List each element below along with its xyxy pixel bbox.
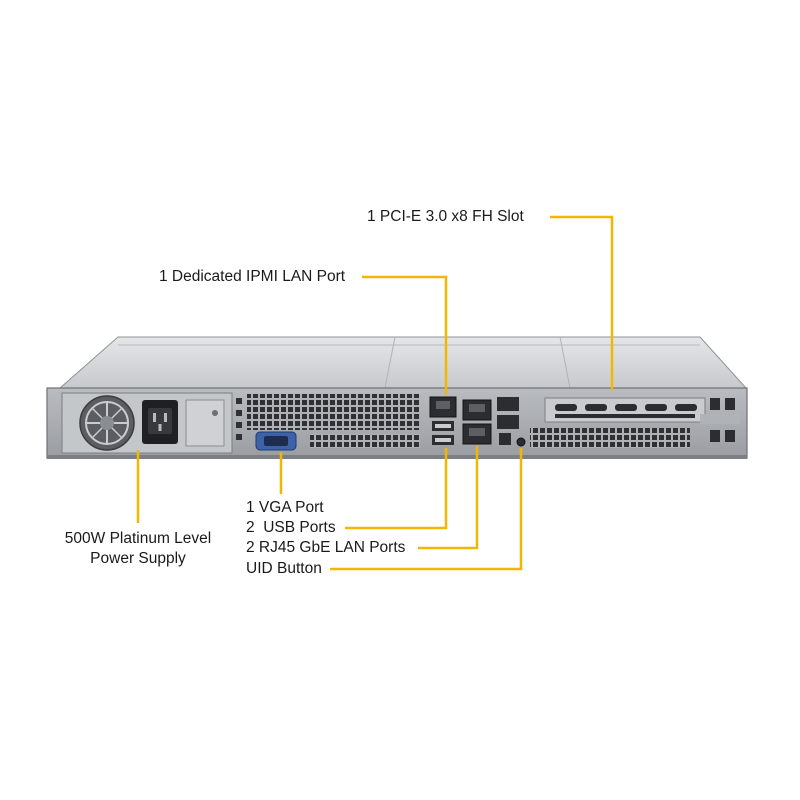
pcie-slot-label: 1 PCI-E 3.0 x8 FH Slot	[367, 208, 524, 225]
lan-ports-label: 2 RJ45 GbE LAN Ports	[246, 539, 406, 556]
vent-grille	[247, 394, 419, 430]
power-supply-label-line-1: 500W Platinum Level	[64, 530, 212, 547]
usb-ports-label: 2 USB Ports	[246, 519, 336, 536]
power-supply-label-line-2: Power Supply	[90, 550, 186, 567]
uid-button	[516, 437, 526, 447]
power-supply-label: 500W Platinum Level Power Supply	[48, 529, 228, 569]
uid-button-label: UID Button	[246, 560, 322, 577]
vga-port-label: 1 VGA Port	[246, 499, 324, 516]
ipmi-lan-port-label: 1 Dedicated IPMI LAN Port	[159, 268, 346, 285]
callout-leader-lines	[136, 215, 614, 571]
